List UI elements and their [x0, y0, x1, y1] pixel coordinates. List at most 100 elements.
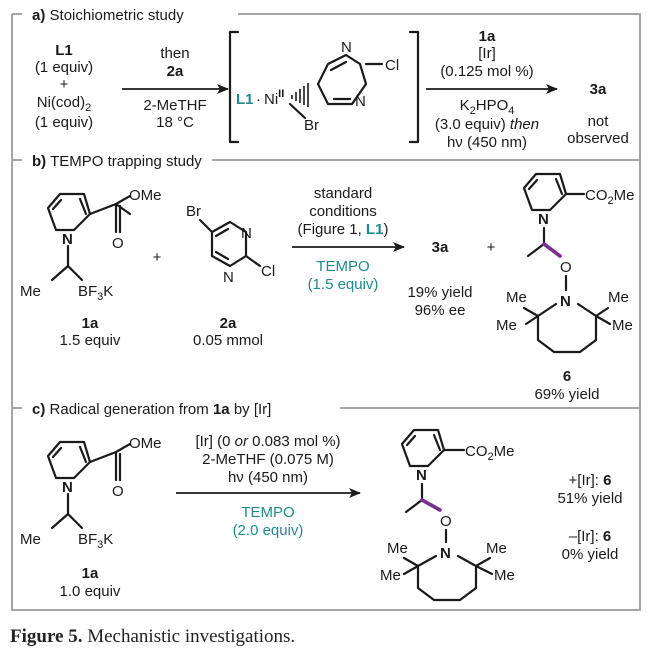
then-reagent-2a: 2a [167, 63, 184, 80]
ester-bonds-1a-c [88, 442, 132, 482]
panel-c-frame [11, 407, 641, 611]
result-1-yield: 51% yield [557, 490, 622, 507]
arrow-a2-equiv: (3.0 equiv) then [435, 116, 539, 133]
tempo-n-6c: N [440, 545, 451, 562]
panel-b-header: b) TEMPO trapping study [32, 153, 202, 170]
pyrimidine-n1: N [341, 39, 352, 56]
chloride: Cl [385, 57, 399, 74]
ome-bond-1a [114, 194, 132, 206]
amount-1a-c: 1.0 equiv [60, 583, 121, 600]
caption-text: Mechanistic investigations. [87, 626, 296, 647]
label-1a-c: 1a [82, 565, 99, 582]
n1-2a: N [241, 225, 252, 242]
label-6b: 6 [563, 368, 571, 385]
reagent-nicod-amount: (1 equiv) [35, 114, 93, 131]
product-3a-a: 3a [590, 81, 607, 98]
pyrimidine-n2: N [355, 93, 366, 110]
arrow-c-tempo: TEMPO [241, 504, 294, 521]
arrow-b-conditions: conditions [309, 203, 377, 220]
reagent-nicod: Ni(cod)2 [37, 94, 91, 114]
not-observed-2: observed [567, 130, 629, 147]
me-6b-4: Me [612, 317, 633, 334]
scheme-figure: a) Stoichiometric study L1 (1 equiv) + N… [11, 7, 641, 611]
arrow-c-light: hν (450 nm) [228, 469, 308, 486]
product-3a-b: 3a [432, 239, 449, 256]
ni-br-bond [288, 102, 307, 120]
me-6b-2: Me [608, 289, 629, 306]
label-1a-b: 1a [82, 315, 99, 332]
panel-b: b) TEMPO trapping study OMe O N Me BF3K … [11, 153, 641, 408]
arrow-b-tempo-equiv: (1.5 equiv) [308, 276, 379, 293]
amount-1a-b: 1.5 equiv [60, 332, 121, 349]
o-6b: O [560, 259, 572, 276]
yield-3a: 19% yield [407, 284, 472, 301]
me-6c-3: Me [380, 567, 401, 584]
me-1a-c: Me [20, 531, 41, 548]
pyrrole-ring-1a [46, 192, 92, 232]
co2me-6b: CO2Me [585, 187, 634, 207]
arrow-c-ir: [Ir] (0 or 0.083 mol %) [195, 433, 340, 450]
me-6c-4: Me [494, 567, 515, 584]
arrow-b-tempo: TEMPO [316, 258, 369, 275]
ester-ome-1a-c: OMe [129, 435, 162, 452]
sidechain-1a [50, 244, 84, 282]
pyrimidine-2a-double [214, 227, 230, 261]
pyrimidine-ring [316, 53, 368, 106]
arrow-c-tempo-equiv: (2.0 equiv) [233, 522, 304, 539]
complex-nickel: NiII [264, 88, 284, 108]
ester-ome-1a: OMe [129, 187, 162, 204]
right-bracket [408, 30, 420, 144]
amount-2a: 0.05 mmol [193, 332, 263, 349]
arrow-c-solvent: 2-MeTHF (0.075 M) [202, 451, 334, 468]
ester-o-1a: O [112, 235, 124, 252]
pyrrole-double-6b [527, 177, 564, 196]
result-2-label: –[Ir]: 6 [569, 528, 612, 545]
pyrimidine-double-bonds [329, 60, 352, 101]
then-label: then [160, 45, 189, 62]
pyrrole-double-1a-c [51, 445, 88, 464]
ee-3a: 96% ee [415, 302, 466, 319]
panel-c-header: c) Radical generation from 1a by [Ir] [32, 401, 271, 418]
plus-b1: + [153, 249, 162, 266]
n2-2a: N [223, 269, 234, 286]
arrow-b-figure-ref: (Figure 1, L1) [298, 221, 389, 238]
bromide: Br [304, 117, 319, 134]
piperidine-6c [416, 554, 478, 602]
ethyl-6c [404, 482, 424, 514]
complex-ligand-l1: L1 [236, 91, 254, 108]
panel-b-frame [11, 159, 641, 408]
pyrrole-double-6c [405, 433, 442, 452]
piperidine-6b [536, 302, 598, 354]
br-2a: Br [186, 203, 201, 220]
c-o-bond-6c [420, 498, 442, 512]
me-1a: Me [20, 283, 41, 300]
label-2a: 2a [220, 315, 237, 332]
panel-c: c) Radical generation from 1a by [Ir] OM… [11, 401, 641, 611]
reagent-l1: L1 [55, 42, 73, 59]
caption-label: Figure 5. [10, 626, 83, 647]
me-6c-2: Me [486, 540, 507, 557]
ethyl-6b [526, 226, 546, 258]
figure-caption: Figure 5. Mechanistic investigations. [10, 626, 295, 648]
cl-bond-2a [244, 254, 262, 268]
co2me-6c: CO2Me [465, 443, 514, 463]
panel-a-frame [11, 13, 641, 160]
o-6c: O [440, 513, 452, 530]
c-o-bond-6b [542, 242, 562, 258]
bf3k-1a-c: BF3K [78, 531, 113, 551]
pyrrole-n-6b: N [538, 211, 549, 228]
arrow-a2-ir: [Ir] [478, 45, 496, 62]
me-6b-1: Me [506, 289, 527, 306]
yield-6b: 69% yield [534, 386, 599, 403]
panel-a-header: a) Stoichiometric study [32, 7, 184, 24]
br-bond-2a [198, 218, 214, 234]
arrow-a2-1a: 1a [479, 28, 496, 45]
pyrrole-ring-6c [400, 428, 446, 468]
pyrrole-n-1a-c: N [62, 479, 73, 496]
pyrrole-ring-1a-c [46, 440, 92, 480]
hashed-bond [291, 83, 309, 107]
pyrrole-ring-6b [522, 172, 568, 212]
me-6b-3: Me [496, 317, 517, 334]
arrow-a2-base: K2HPO4 [460, 97, 515, 117]
ester-bonds-1a [88, 202, 132, 234]
